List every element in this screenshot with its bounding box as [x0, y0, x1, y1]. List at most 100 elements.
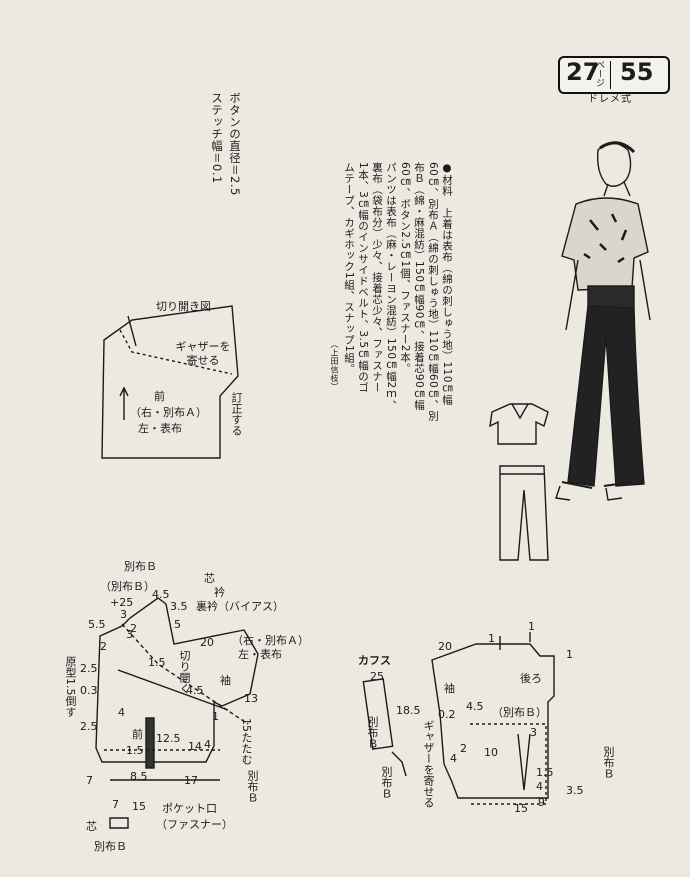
back-dim: 1: [566, 648, 573, 661]
dim-number: 0.3: [80, 684, 98, 697]
label-sleeve: 袖: [220, 674, 231, 687]
back-sleeve-label: 袖: [444, 682, 455, 695]
dim-number: 3.5: [170, 600, 188, 613]
button-diameter-note: ボタンの直径＝2.5: [228, 92, 242, 196]
materials-line: 布Ｂ（綿・麻混紡）150㎝幅90㎝、接着芯90㎝幅: [413, 162, 425, 411]
dim-number: 1: [212, 710, 219, 723]
materials-line: 60㎝、ボタン2.5㎝1個、ファスナー2本。: [399, 162, 411, 374]
back-dim: 4: [536, 780, 543, 793]
back-dim: 4: [450, 752, 457, 765]
materials-line: 1本、3㎝幅のインサイドベルト、3.5㎝幅のゴ: [357, 162, 369, 393]
materials-line: ●材料 上着は表布（綿の刺しゅう地）110㎝幅: [441, 162, 453, 406]
label-slash: 切り開く: [178, 650, 191, 694]
slash-diagram-title: 切り開き図: [156, 300, 211, 313]
stitch-width-note: ステッチ幅＝0.1: [210, 92, 224, 184]
page-badge: 27 ページ 55: [558, 56, 670, 94]
slash-diagram: [101, 305, 239, 459]
dim-number: +25: [110, 596, 134, 609]
cuff-fabric-2: 別布Ｂ: [380, 766, 393, 799]
back-dim: 3: [530, 726, 537, 739]
label-tack: 15たたむ: [240, 718, 253, 765]
dim-number: 15: [132, 800, 146, 813]
front-pattern: [95, 597, 259, 829]
dim-number: 2.5: [80, 720, 98, 733]
dim-number: 2: [100, 640, 107, 653]
label-interfacing-bottom: 芯: [86, 820, 97, 833]
dim-number: 4: [204, 738, 211, 751]
dim-number: 2: [130, 622, 137, 635]
dim-number: 4: [118, 706, 125, 719]
materials-line: パンツは表布（麻・レーヨン混紡）150㎝幅2ｍ、: [385, 162, 397, 411]
back-dim: 0.2: [438, 708, 456, 721]
label-betsu-b: 別布Ｂ: [124, 560, 157, 573]
label-pocket: ポケット口: [162, 802, 217, 815]
dim-number: 8.5: [130, 770, 148, 783]
back-dim: 9: [538, 796, 545, 809]
label-original: 原型1.5倒す: [64, 656, 77, 718]
dim-number: 13: [244, 692, 258, 705]
materials-line: 裏布（袋布分）少々、接着芯少々、ファスナー: [371, 162, 383, 393]
back-dim: 1.5: [536, 766, 554, 779]
fabric-note-1: （右・別布Ａ）: [130, 406, 207, 419]
flat-sketch-pants: [499, 465, 549, 561]
label-fabric-b: 左・表布: [238, 648, 282, 661]
cuff-width: 18.5: [396, 704, 421, 717]
dim-number: 3: [126, 628, 133, 641]
dim-number: 4.5: [152, 588, 170, 601]
back-dim: 1: [488, 632, 495, 645]
dim-number: 5: [174, 618, 181, 631]
label-under-collar: 裏衿（バイアス）: [196, 600, 284, 613]
style-label: ドレメ式: [588, 94, 632, 105]
materials-line: ムテープ、カギホック1組、スナップ1組。: [343, 162, 355, 375]
dim-number: 3: [120, 608, 127, 621]
label-front: 前: [132, 728, 143, 741]
correct-note: 訂正する: [230, 392, 243, 436]
dim-number: 7: [86, 774, 93, 787]
back-dim: 1: [528, 620, 535, 633]
back-gather-label: ギャザーを寄せる: [422, 720, 435, 808]
model-illustration: [555, 141, 651, 501]
dim-number: 4.5: [186, 684, 204, 697]
back-fabric-label: （別布Ｂ）: [492, 706, 547, 719]
dim-number: 20: [200, 636, 214, 649]
fabric-note-2: 左・表布: [138, 422, 182, 435]
label-betsu-b-side: 別布Ｂ: [246, 770, 259, 803]
back-label: 後ろ: [520, 672, 542, 685]
credit: （上田信枝）: [330, 340, 339, 391]
cuff-pattern: [362, 678, 407, 777]
badge-divider: [610, 61, 611, 89]
dim-number: 2.5: [80, 662, 98, 675]
label-betsu-b-paren: （別布Ｂ）: [100, 580, 155, 593]
dim-number: 14: [188, 740, 202, 753]
back-dim: 10: [484, 746, 498, 759]
back-dim: 15: [514, 802, 528, 815]
page-unit: ページ: [594, 60, 604, 87]
back-dim: 20: [438, 640, 452, 653]
dim-number: 5.5: [88, 618, 106, 631]
cuffs-title: カフス: [358, 654, 391, 667]
gather-note: ギャザーを寄せる: [175, 340, 231, 367]
label-betsu-b-bottom: 別布Ｂ: [94, 840, 127, 853]
label-interfacing: 芯: [204, 572, 215, 585]
back-side-fabric: 別布Ｂ: [602, 746, 615, 779]
dim-number: 7: [112, 798, 119, 811]
cuff-fabric: 別布Ｂ: [366, 716, 379, 749]
dim-number: 1.5: [126, 744, 144, 757]
label-zipper: （ファスナー）: [156, 818, 233, 831]
back-pattern: [431, 632, 555, 805]
back-dim: 4.5: [466, 700, 484, 713]
dim-number: 1.5: [148, 656, 166, 669]
back-dim: 3.5: [566, 784, 584, 797]
pattern-number: 55: [620, 58, 654, 86]
dim-number: 12.5: [156, 732, 181, 745]
flat-sketch-jacket: [489, 403, 549, 445]
page-number: 27: [566, 58, 600, 86]
back-dim: 2: [460, 742, 467, 755]
dim-number: 17: [184, 774, 198, 787]
label-collar: 衿: [214, 586, 225, 599]
materials-line: 60㎝、別布Ａ（綿の刺しゅう地）110㎝幅60㎝、別: [427, 162, 439, 422]
label-fabric-a: （右・別布Ａ）: [232, 634, 309, 647]
front-label: 前: [154, 390, 165, 403]
